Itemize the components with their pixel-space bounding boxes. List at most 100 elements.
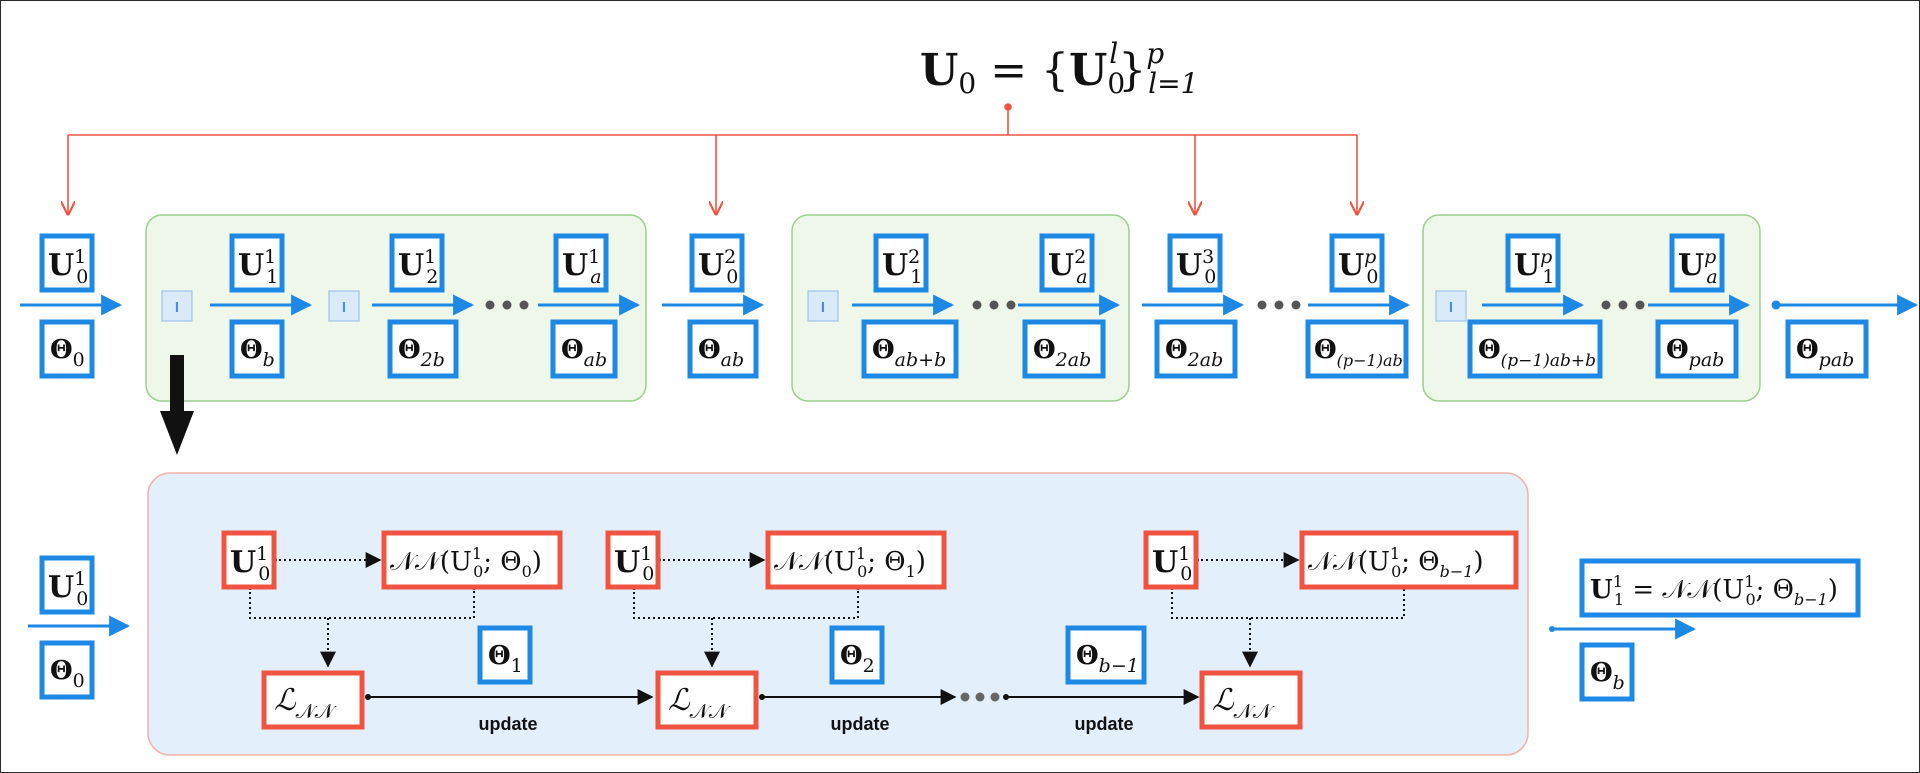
stage-3-loss-node: ℒ𝒩𝒩 [1199, 670, 1303, 730]
theta-node-2ab-2: Θ2ab [1154, 319, 1238, 379]
svg-text:Θab: Θab [698, 335, 744, 371]
update-label: update [830, 714, 889, 734]
svg-text:U0 = {U0l}pl=1: U0 = {U0l}pl=1 [920, 37, 1198, 100]
stage-3-connections [1171, 552, 1405, 668]
svg-text:U20: U20 [698, 246, 738, 288]
svg-text:U2a: U2a [1048, 246, 1088, 288]
ellipsis [1257, 300, 1301, 310]
stage-1-loss-node: ℒ𝒩𝒩 [261, 670, 365, 730]
ellipsis [485, 300, 529, 310]
ellipsis [1601, 300, 1645, 310]
timestep-arrows [20, 294, 1919, 316]
mid-theta-2: Θ2 [829, 625, 885, 685]
svg-text:U10: U10 [48, 568, 88, 610]
svg-text:ℒ𝒩𝒩: ℒ𝒩𝒩 [668, 683, 731, 723]
distribution-lines [68, 103, 1357, 214]
svg-text:Θ2b: Θ2b [398, 335, 445, 371]
theta-node-pm1abpb: Θ(p−1)ab+b [1467, 319, 1603, 379]
svg-text:Θab+b: Θab+b [872, 335, 946, 371]
svg-text:U1a: U1a [562, 246, 602, 288]
svg-text:U10: U10 [614, 543, 654, 585]
svg-text:Θ0: Θ0 [50, 335, 85, 371]
svg-text:𝒩𝒩(U10; Θ0): 𝒩𝒩(U10; Θ0) [390, 544, 542, 581]
svg-text:𝒩𝒩(U10; Θ1): 𝒩𝒩(U10; Θ1) [774, 544, 926, 581]
svg-text:𝒩𝒩(U10; Θb−1): 𝒩𝒩(U10; Θb−1) [1308, 544, 1484, 581]
svg-text:ℒ𝒩𝒩: ℒ𝒩𝒩 [274, 683, 337, 723]
svg-text:U12: U12 [398, 246, 438, 288]
svg-text:I: I [821, 299, 825, 316]
svg-text:Θpab: Θpab [1796, 335, 1854, 371]
svg-text:U21: U21 [882, 246, 922, 288]
bottom-left-theta-node: Θ0 [39, 640, 95, 700]
svg-text:U10: U10 [48, 246, 88, 288]
zoom-down-arrow [160, 355, 194, 455]
svg-text:Θ(p−1)ab+b: Θ(p−1)ab+b [1478, 335, 1596, 371]
theta-node-ab: Θab [550, 319, 618, 379]
svg-text:Θb−1: Θb−1 [1076, 641, 1139, 677]
svg-text:U10: U10 [1152, 543, 1192, 585]
svg-text:Θab: Θab [561, 335, 607, 371]
theta-node-ab-2: Θab [687, 319, 759, 379]
svg-text:U10: U10 [230, 543, 270, 585]
theta-node-abpb: Θab+b [861, 319, 959, 379]
theta-node-2ab: Θ2ab [1022, 319, 1106, 379]
svg-text:Θ(p−1)ab: Θ(p−1)ab [1314, 335, 1403, 370]
mid-theta-1: Θ1 [477, 625, 533, 685]
update-label: update [1074, 714, 1133, 734]
stage-2-loss-node: ℒ𝒩𝒩 [655, 670, 759, 730]
svg-text:U30: U30 [1176, 246, 1216, 288]
identity-box: I [1435, 290, 1467, 322]
mid-theta-b-minus-1: Θb−1 [1065, 625, 1147, 685]
svg-text:Θ1: Θ1 [488, 641, 523, 677]
svg-text:Θ0: Θ0 [50, 656, 85, 692]
ellipsis [972, 300, 1016, 310]
svg-text:I: I [342, 299, 346, 316]
svg-text:I: I [1449, 299, 1453, 316]
svg-text:Up1: Up1 [1514, 246, 1554, 288]
theta-node-0: Θ0 [39, 319, 95, 379]
svg-text:Θ2ab: Θ2ab [1165, 335, 1223, 371]
theta-node-pm1ab: Θ(p−1)ab [1305, 319, 1409, 379]
stage-2-connections [633, 552, 859, 668]
identity-box: I [161, 290, 193, 322]
theta-node-pab: Θpab [1655, 319, 1739, 379]
svg-text:Θb: Θb [1590, 658, 1625, 694]
identity-box: I [328, 290, 360, 322]
theta-node-b: Θb [229, 319, 285, 379]
result-theta-b: Θb [1579, 642, 1635, 702]
stage-1-connections [249, 552, 475, 668]
ellipsis [960, 692, 1000, 702]
svg-text:Upa: Upa [1678, 246, 1718, 288]
update-label: update [478, 714, 537, 734]
svg-text:I: I [175, 299, 179, 316]
svg-text:U11 = 𝒩𝒩(U10; Θb−1): U11 = 𝒩𝒩(U10; Θb−1) [1590, 572, 1838, 609]
svg-text:Up0: Up0 [1338, 246, 1378, 288]
svg-text:U11: U11 [238, 246, 278, 288]
svg-text:Θb: Θb [240, 335, 275, 371]
identity-box: I [807, 290, 839, 322]
svg-text:ℒ𝒩𝒩: ℒ𝒩𝒩 [1212, 683, 1275, 723]
svg-text:Θ2: Θ2 [840, 641, 875, 677]
svg-text:Θ2ab: Θ2ab [1033, 335, 1091, 371]
svg-text:Θpab: Θpab [1666, 335, 1724, 371]
